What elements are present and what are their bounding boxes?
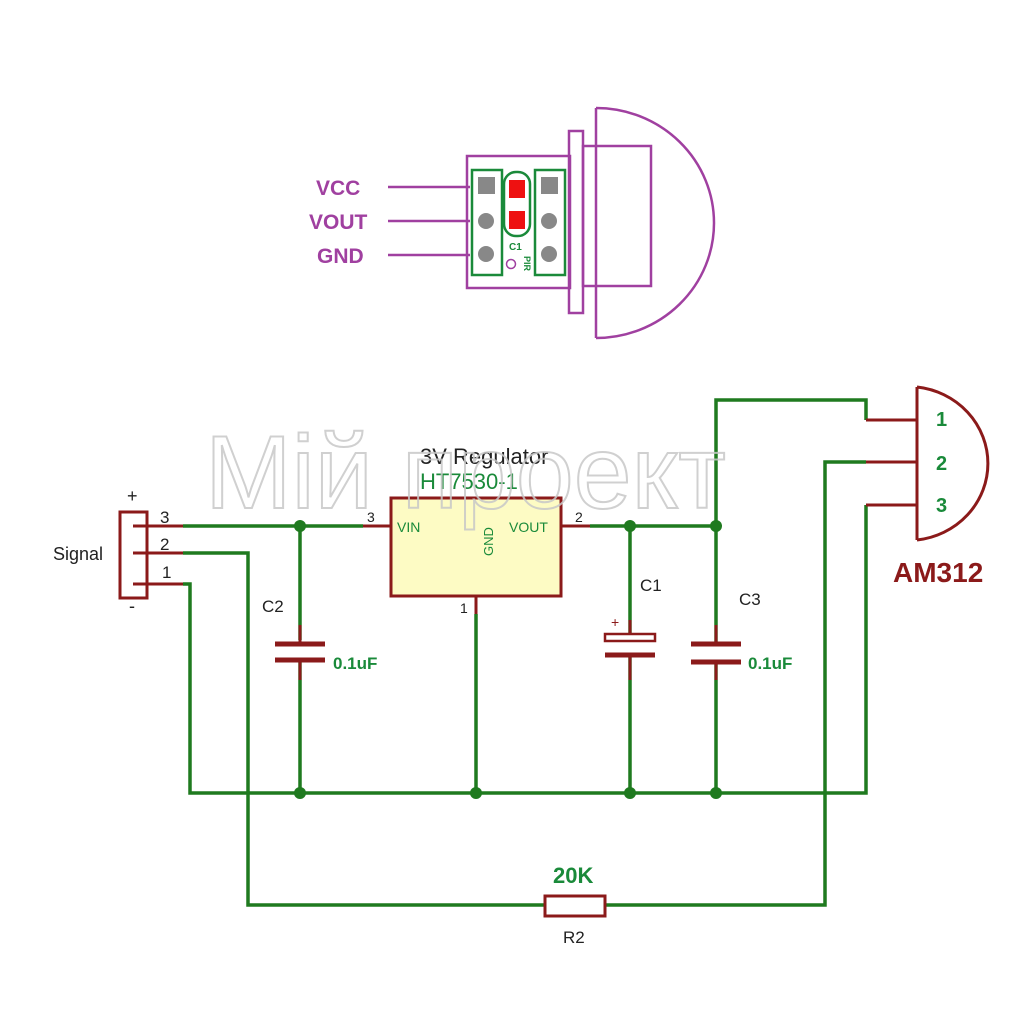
c2-name: C2 (262, 597, 284, 616)
pir-window (581, 144, 653, 288)
junction-dot (294, 787, 306, 799)
regulator: 3V Regulator HT7530-1 VIN VOUT GND 3 2 1 (363, 444, 590, 616)
c1-name: C1 (640, 576, 662, 595)
junction-dot (624, 520, 636, 532)
pir-pad-square (478, 177, 495, 194)
am312-body (915, 385, 990, 542)
am312-label: AM312 (893, 557, 983, 588)
wires (183, 398, 868, 907)
capacitor-c1: + C1 (603, 576, 662, 680)
pir-dome (595, 106, 716, 340)
wire-signal-left (183, 551, 545, 907)
regulator-part: HT7530-1 (420, 469, 518, 494)
c1-plate-positive (603, 632, 657, 643)
regulator-title: 3V Regulator (420, 444, 548, 469)
am312-pin-2: 2 (936, 453, 947, 475)
pir-pad-round (478, 213, 494, 229)
pin-label-vout: VOUT (309, 211, 368, 234)
wire-ground (183, 505, 868, 795)
c3-name: C3 (739, 590, 761, 609)
regulator-pin-vin: VIN (397, 519, 420, 535)
regulator-pinnum-gnd: 1 (460, 600, 468, 616)
regulator-pin-gnd: GND (481, 527, 496, 556)
connector-pin-3: 3 (160, 508, 169, 527)
connector-minus: - (129, 596, 135, 616)
am312-sensor: 1 2 3 AM312 (866, 385, 990, 588)
pin-label-vcc: VCC (316, 177, 360, 200)
c1-polarity: + (611, 614, 619, 630)
r2-body (543, 894, 607, 918)
pir-label: PIR (522, 256, 532, 272)
connector-pin-2: 2 (160, 535, 169, 554)
regulator-body (389, 496, 563, 598)
connector-body (118, 510, 149, 600)
junction-dot (470, 787, 482, 799)
junctions (294, 520, 722, 799)
capacitor-c3: C3 0.1uF (691, 590, 792, 680)
pir-module: C1 PIR VCC VOUT GND (309, 106, 716, 340)
r2-name: R2 (563, 928, 585, 947)
am312-pin-1: 1 (936, 409, 947, 431)
pin-label-gnd: GND (317, 245, 364, 268)
wire-am312-pin1 (714, 398, 868, 526)
junction-dot (710, 520, 722, 532)
watermark: Мій проект (205, 415, 726, 531)
resistor-r2: 20K R2 (543, 863, 607, 947)
connector-pin-1: 1 (162, 563, 171, 582)
junction-dot (294, 520, 306, 532)
junction-dot (710, 787, 722, 799)
pir-c1-label: C1 (509, 242, 522, 253)
pir-pad-round (541, 246, 557, 262)
pir-pad-round (478, 246, 494, 262)
pir-c1-pad (509, 211, 525, 229)
regulator-pinnum-vout: 2 (575, 509, 583, 525)
capacitor-c2: C2 0.1uF (262, 597, 377, 680)
r2-value: 20K (553, 863, 593, 888)
regulator-pinnum-vin: 3 (367, 509, 375, 525)
wire-signal-right (605, 460, 866, 907)
pir-hole (505, 258, 517, 270)
pir-pad-round (541, 213, 557, 229)
signal-connector: 3 2 1 + - Signal (53, 486, 183, 616)
pir-c1-pad (509, 180, 525, 198)
junction-dot (624, 787, 636, 799)
connector-plus: + (127, 486, 138, 506)
pir-pad-square (541, 177, 558, 194)
connector-label: Signal (53, 544, 103, 564)
c3-value: 0.1uF (748, 654, 792, 673)
c2-value: 0.1uF (333, 654, 377, 673)
am312-pin-3: 3 (936, 495, 947, 517)
regulator-pin-vout: VOUT (509, 519, 548, 535)
